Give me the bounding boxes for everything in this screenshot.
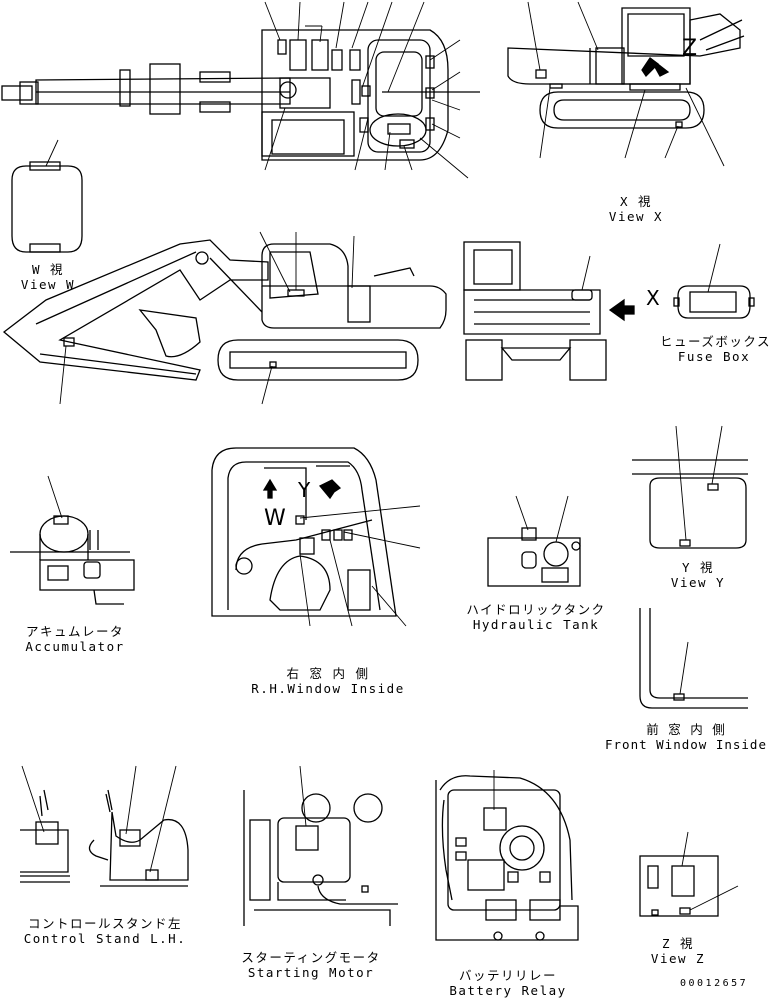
drawing-code: 00012657 bbox=[680, 978, 749, 989]
front-window-drawing bbox=[639, 608, 748, 709]
view-z-drawing bbox=[639, 831, 739, 917]
view-w-drawing bbox=[11, 139, 83, 253]
top-view-excavator bbox=[1, 1, 480, 179]
marker-y: Y bbox=[298, 478, 311, 502]
battery-relay-drawing bbox=[435, 770, 579, 941]
view-y-drawing bbox=[632, 425, 748, 549]
marker-x: X bbox=[646, 286, 660, 310]
starting-motor-drawing bbox=[243, 765, 398, 926]
accumulator-drawing bbox=[10, 475, 135, 605]
side-view-excavator bbox=[2, 231, 447, 405]
rear-view-excavator bbox=[463, 241, 635, 381]
marker-w: W bbox=[264, 506, 286, 531]
rh-window-drawing bbox=[211, 447, 421, 627]
fuse-box-drawing bbox=[673, 243, 755, 319]
view-x-drawing bbox=[507, 1, 745, 167]
control-stand-drawing bbox=[20, 765, 189, 887]
marker-z: Z bbox=[682, 36, 698, 61]
hydraulic-tank-drawing bbox=[487, 495, 581, 587]
